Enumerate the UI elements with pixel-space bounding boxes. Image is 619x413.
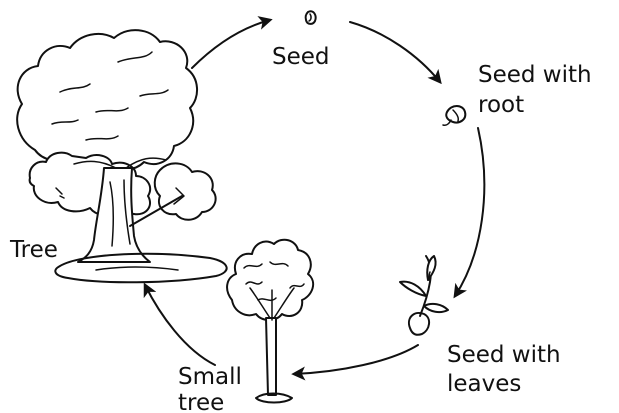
label-seed-with-root-line1: Seed with bbox=[478, 62, 592, 88]
label-small-tree-line2: tree bbox=[178, 390, 224, 413]
arrow-leaves-to-small-tree bbox=[294, 345, 418, 374]
seed-icon bbox=[306, 11, 316, 24]
label-seed-with-leaves-line2: leaves bbox=[447, 371, 521, 397]
label-small-tree-line1: Small bbox=[178, 364, 242, 390]
label-tree: Tree bbox=[9, 237, 58, 263]
seed-with-leaves-icon bbox=[400, 256, 448, 335]
label-seed-with-root-line2: root bbox=[478, 92, 524, 118]
arrow-seed-to-root bbox=[350, 22, 440, 82]
arrow-tree-to-seed bbox=[192, 20, 270, 68]
arrow-small-tree-to-tree bbox=[145, 285, 215, 365]
arrow-root-to-leaves bbox=[455, 128, 484, 296]
label-seed: Seed bbox=[272, 44, 330, 70]
label-seed-with-leaves-line1: Seed with bbox=[447, 342, 561, 368]
seed-with-root-icon bbox=[443, 106, 465, 125]
